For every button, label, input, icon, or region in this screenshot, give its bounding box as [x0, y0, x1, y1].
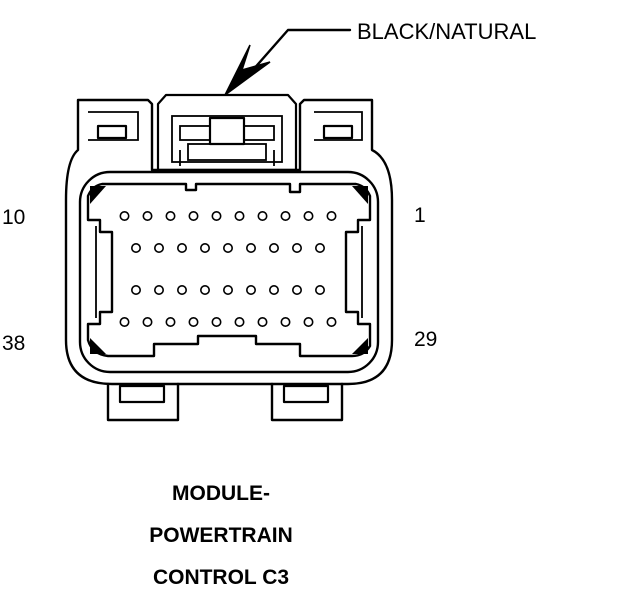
- corner-key-bottom-left: [90, 338, 106, 354]
- pin-cavity: [303, 316, 314, 327]
- caption-line-3: CONTROL C3: [153, 566, 289, 589]
- pin-cavity: [131, 243, 142, 254]
- pin-cavity: [177, 243, 188, 254]
- right-latch-foot: [270, 382, 344, 422]
- pin-cavity: [246, 284, 257, 295]
- pin-cavity: [154, 243, 165, 254]
- pin-cavity: [211, 211, 222, 222]
- corner-key-top-right: [352, 186, 368, 204]
- pin-cavity: [165, 211, 176, 222]
- caption-line-2: POWERTRAIN: [149, 524, 293, 547]
- pin-cavity: [257, 316, 268, 327]
- pin-cavity: [291, 284, 302, 295]
- pin-cavity: [142, 211, 153, 222]
- pin-cavity: [303, 211, 314, 222]
- pin-cavity: [223, 284, 234, 295]
- pin-cavity: [257, 211, 268, 222]
- pin-cavity: [223, 243, 234, 254]
- pin-cavity: [280, 211, 291, 222]
- right-guide-tab: [314, 111, 363, 141]
- corner-key-top-left: [90, 186, 106, 204]
- callout-label: BLACK/NATURAL: [357, 19, 536, 44]
- pin-cavity: [314, 284, 325, 295]
- caption-line-1: MODULE-: [172, 482, 270, 505]
- corner-key-bottom-right: [352, 338, 368, 354]
- pin-cavity: [268, 243, 279, 254]
- pin-cavity: [314, 243, 325, 254]
- pin-cavity: [165, 316, 176, 327]
- cavity-grid: [119, 211, 337, 327]
- pin-label-top-left: 10: [2, 206, 25, 229]
- pin-cavity: [234, 316, 245, 327]
- pin-cavity: [188, 316, 199, 327]
- connector-housing-outer: [64, 98, 394, 386]
- pin-cavity: [326, 316, 337, 327]
- callout-leader: [224, 28, 352, 96]
- pin-label-bottom-right: 29: [414, 328, 437, 351]
- pin-cavity: [268, 284, 279, 295]
- pin-cavity: [200, 284, 211, 295]
- pin-cavity: [234, 211, 245, 222]
- pin-cavity: [280, 316, 291, 327]
- pin-cavity: [142, 316, 153, 327]
- pin-label-top-right: 1: [414, 204, 426, 227]
- pin-cavity: [119, 211, 130, 222]
- cavity-insert: [86, 182, 372, 358]
- pin-cavity: [326, 211, 337, 222]
- pin-cavity: [177, 284, 188, 295]
- arrow-head-icon: [224, 44, 271, 96]
- pin-cavity: [131, 284, 142, 295]
- left-latch-foot: [106, 382, 180, 422]
- latch-assembly: [156, 93, 298, 172]
- pin-cavity: [154, 284, 165, 295]
- left-guide-tab: [88, 111, 139, 141]
- pin-cavity: [211, 316, 222, 327]
- pin-cavity: [200, 243, 211, 254]
- pin-cavity: [291, 243, 302, 254]
- connector-housing-inner: [78, 170, 380, 374]
- pin-cavity: [246, 243, 257, 254]
- pin-cavity: [119, 316, 130, 327]
- pin-label-bottom-left: 38: [2, 332, 25, 355]
- pin-cavity: [188, 211, 199, 222]
